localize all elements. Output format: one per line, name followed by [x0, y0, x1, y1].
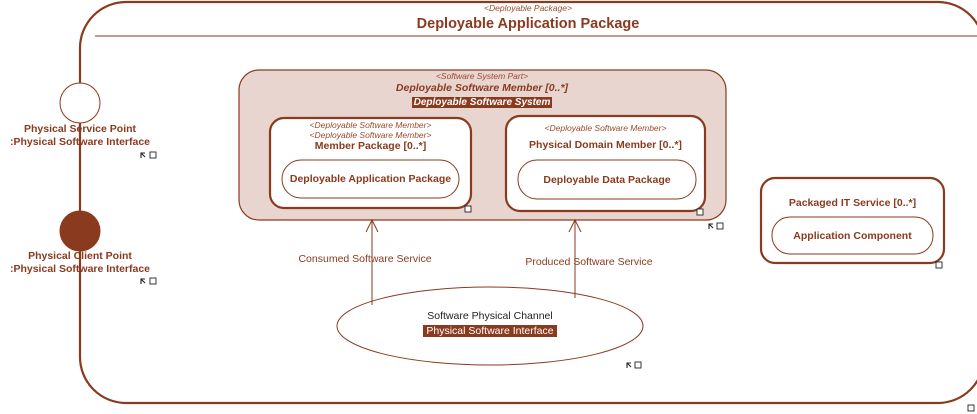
package-stereotype: <Deployable Package> [484, 3, 572, 13]
client-point-label-line1: Physical Client Point [28, 250, 132, 262]
system-part-stereotype: <Software System Part> [435, 71, 529, 81]
service-point-port[interactable] [59, 82, 101, 124]
it-service-name: Packaged IT Service [0..*] [788, 197, 917, 209]
domain-member-inner-frame[interactable] [517, 159, 697, 200]
it-service-inner-label: Application Component [793, 229, 912, 242]
member-package-inner-frame[interactable] [281, 159, 460, 199]
member-package-inner-label: Deployable Application Package [289, 173, 452, 185]
member-package-stereotype-2: <Deployable Software Member> [309, 130, 432, 140]
expand-icon[interactable] [149, 151, 975, 412]
channel-type: Physical Software Interface [423, 325, 557, 337]
client-point-label-line2: :Physical Software Interface [9, 263, 151, 275]
system-part-type-wrap: Deployable Software System [382, 95, 582, 109]
package-title: Deployable Application Package [416, 16, 640, 32]
consumed-service-label: Consumed Software Service [298, 253, 432, 265]
service-point-label-line1: Physical Service Point [23, 123, 137, 135]
it-service-inner-frame[interactable] [771, 216, 934, 255]
member-package-name: Member Package [0..*] [314, 140, 427, 152]
domain-member-name: Physical Domain Member [0..*] [529, 139, 682, 151]
system-part-type: Deployable Software System [411, 96, 553, 108]
channel-type-wrap: Physical Software Interface [390, 324, 590, 338]
channel-name: Software Physical Channel [427, 310, 553, 322]
service-point-label-line2: :Physical Software Interface [9, 136, 151, 148]
link-icon[interactable] [140, 152, 714, 368]
consumed-arrowhead [365, 218, 379, 233]
member-package-stereotype-1: <Deployable Software Member> [309, 120, 432, 130]
client-point-port[interactable] [59, 210, 101, 252]
domain-member-stereotype: <Deployable Software Member> [544, 123, 667, 133]
produced-service-label: Produced Software Service [525, 256, 653, 268]
domain-member-inner-label: Deployable Data Package [543, 173, 671, 186]
system-part-name: Deployable Software Member [0..*] [395, 82, 569, 94]
produced-arrowhead [568, 218, 582, 233]
